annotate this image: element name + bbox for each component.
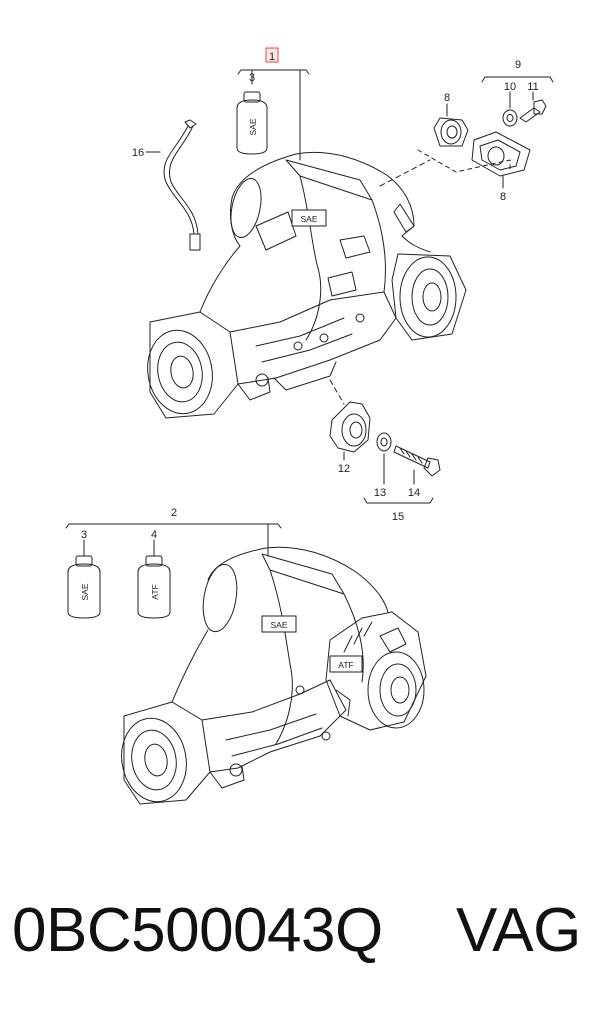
callout-13: 13 xyxy=(374,487,386,499)
housing-tag-sae-top: SAE xyxy=(300,214,317,224)
callout-12: 12 xyxy=(338,463,350,475)
bottle-label-atf: ATF xyxy=(150,584,160,599)
dashed-leader-bushing xyxy=(329,379,345,405)
callout-bracket-2 xyxy=(65,523,282,529)
dashed-leader-mount xyxy=(379,159,431,187)
brand-name: VAG xyxy=(456,896,581,965)
housing-tag-atf-box xyxy=(329,655,363,673)
callout-10: 10 xyxy=(504,81,516,93)
callout-highlight-1 xyxy=(265,47,279,63)
rear-differential-housing-bottom xyxy=(121,546,427,805)
callout-3-bottom: 3 xyxy=(81,529,87,541)
bottle-label-sae-top: SAE xyxy=(248,118,258,135)
washer-13 xyxy=(376,432,392,485)
callout-4: 4 xyxy=(151,529,157,541)
rubber-mount-right xyxy=(471,131,531,189)
callout-3-top: 3 xyxy=(249,72,255,84)
callout-16: 16 xyxy=(132,147,144,159)
oil-bottle-sae-top xyxy=(236,91,268,155)
callout-1: 1 xyxy=(269,51,275,63)
washer-10 xyxy=(502,109,518,127)
bolt-14 xyxy=(393,445,441,485)
ground-strap xyxy=(145,119,201,251)
callout-bracket-15 xyxy=(363,497,434,504)
callout-bracket-9 xyxy=(481,76,554,83)
oil-bottle-sae-bottom xyxy=(67,555,101,619)
rear-differential-housing-top xyxy=(147,151,467,419)
housing-tag-sae-bottom: SAE xyxy=(270,620,287,630)
rubber-mount-left xyxy=(433,103,469,147)
exploded-parts-diagram: 1 3 16 8 9 10 11 8 12 13 14 15 2 3 4 SAE… xyxy=(65,47,554,805)
callout-14: 14 xyxy=(408,487,420,499)
bolt-11 xyxy=(519,99,547,123)
callout-2: 2 xyxy=(171,507,177,519)
callout-8-bottom: 8 xyxy=(500,191,506,203)
housing-tag-sae-bottom-box xyxy=(261,615,297,633)
part-number: 0BC500043Q xyxy=(12,896,383,965)
housing-tag-atf: ATF xyxy=(338,660,353,670)
housing-tag-sae-top-box xyxy=(291,209,327,227)
callout-8-top: 8 xyxy=(444,92,450,104)
oil-bottle-atf xyxy=(137,555,171,619)
callout-15: 15 xyxy=(392,511,404,523)
dashed-leader-mount-box xyxy=(417,149,511,173)
callout-9: 9 xyxy=(515,59,521,71)
callout-11: 11 xyxy=(527,81,538,93)
callout-bracket-1 xyxy=(237,69,310,75)
bottle-label-sae-bottom: SAE xyxy=(80,583,90,600)
bushing-12 xyxy=(329,401,371,461)
footer-caption: 0BC500043Q VAG xyxy=(0,895,600,985)
